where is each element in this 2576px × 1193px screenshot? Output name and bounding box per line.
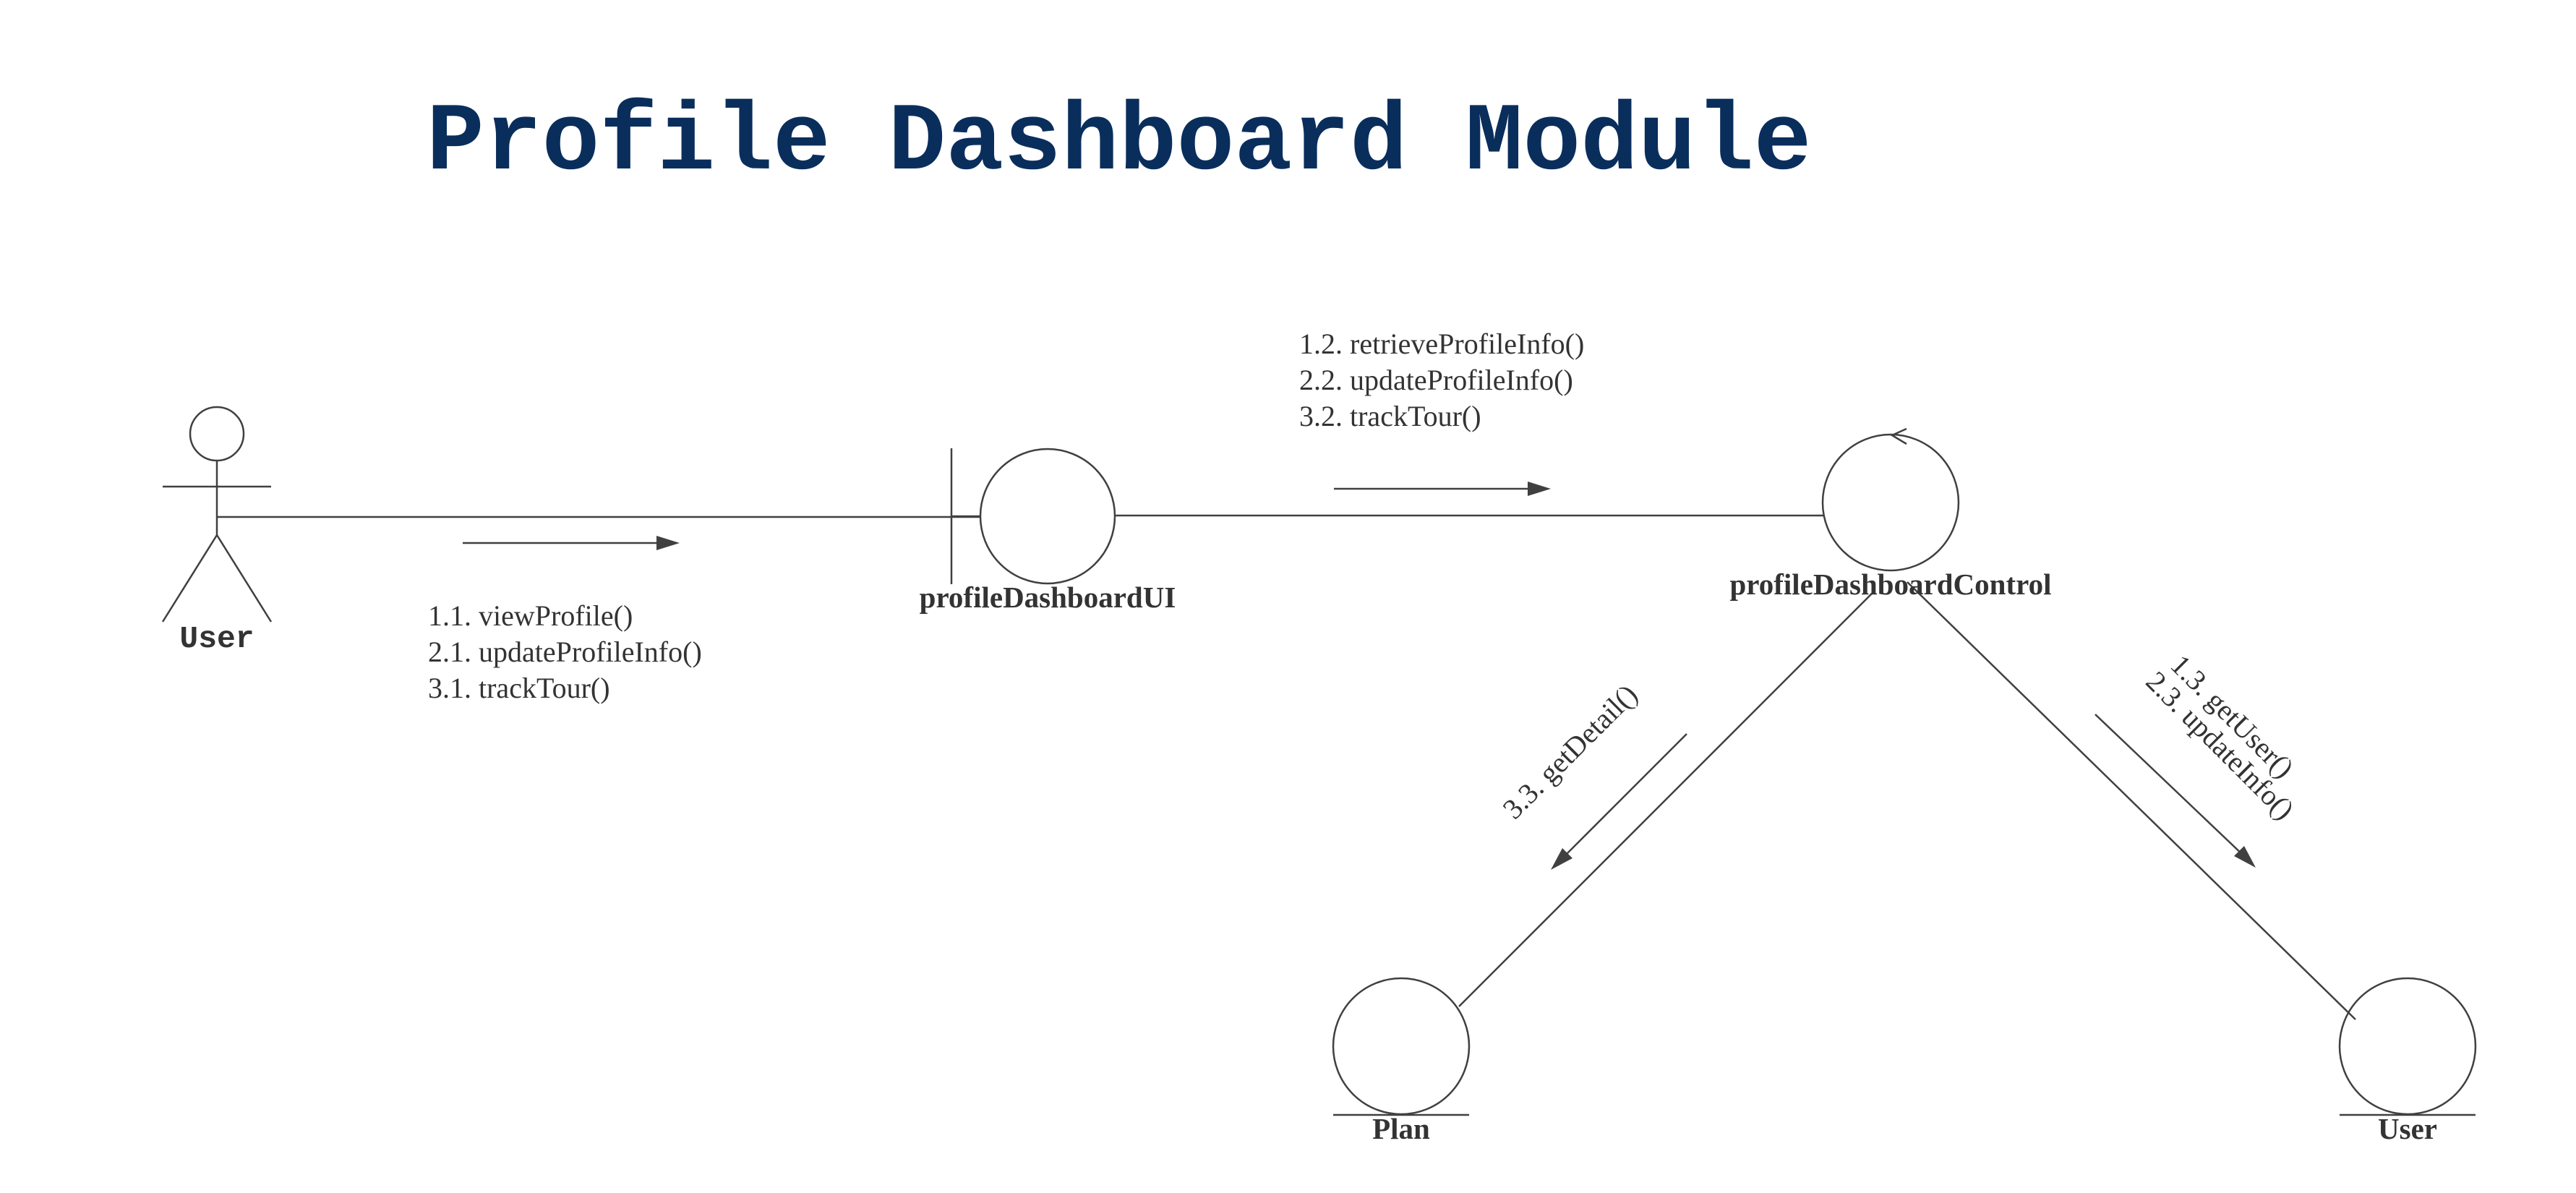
arrowhead-icon bbox=[1528, 482, 1551, 496]
message-label: 3.3. getDetail() bbox=[1497, 678, 1644, 826]
entity-user-circle bbox=[2338, 977, 2477, 1116]
entity-plan-circle bbox=[1332, 977, 1471, 1116]
control-arrow-icon bbox=[1890, 427, 1907, 445]
arrowhead-icon bbox=[1551, 848, 1572, 870]
message-arrow-control-to-user bbox=[2094, 714, 2246, 858]
message-label: 3.2. trackTour() bbox=[1299, 400, 1481, 432]
actor-head bbox=[189, 406, 245, 462]
actor-label: User bbox=[179, 621, 254, 657]
message-group-ui-to-control: 1.2. retrieveProfileInfo() 2.2. updatePr… bbox=[1299, 328, 1584, 496]
arrowhead-icon bbox=[2234, 846, 2256, 868]
link-control-plan bbox=[1458, 591, 1875, 1007]
control-circle bbox=[1821, 433, 1960, 572]
message-label: 1.2. retrieveProfileInfo() bbox=[1299, 328, 1584, 360]
actor-left-leg bbox=[161, 534, 218, 623]
entity-user[interactable]: User bbox=[2338, 977, 2477, 1145]
link-control-user bbox=[1907, 581, 2356, 1020]
boundary-profile-dashboard-ui[interactable]: profileDashboardUI bbox=[920, 448, 1176, 614]
control-label: profileDashboardControl bbox=[1730, 568, 2052, 601]
message-group-actor-to-ui: 1.1. viewProfile() 2.1. updateProfileInf… bbox=[428, 536, 702, 704]
actor-user[interactable]: User bbox=[161, 406, 273, 657]
message-label: 2.2. updateProfileInfo() bbox=[1299, 364, 1573, 396]
diagram-title: Profile Dashboard Module bbox=[427, 88, 1812, 197]
message-arrow-control-to-plan bbox=[1561, 733, 1687, 860]
message-group-control-to-plan: 3.3. getDetail() bbox=[1497, 678, 1687, 870]
control-profile-dashboard-control[interactable]: profileDashboardControl bbox=[1730, 427, 2052, 601]
boundary-circle bbox=[979, 448, 1116, 585]
arrowhead-icon bbox=[656, 536, 680, 550]
entity-plan-label: Plan bbox=[1372, 1112, 1430, 1145]
boundary-label: profileDashboardUI bbox=[920, 581, 1176, 614]
message-label: 3.1. trackTour() bbox=[428, 672, 610, 704]
links bbox=[217, 514, 2356, 1020]
message-label: 2.1. updateProfileInfo() bbox=[428, 636, 702, 668]
message-label: 1.1. viewProfile() bbox=[428, 599, 633, 632]
message-group-control-to-user: 1.3. getUser() 2.3. updateInfo() bbox=[2094, 649, 2301, 868]
actor-right-leg bbox=[215, 534, 273, 623]
entity-user-label: User bbox=[2378, 1112, 2437, 1145]
entity-plan[interactable]: Plan bbox=[1332, 977, 1471, 1145]
